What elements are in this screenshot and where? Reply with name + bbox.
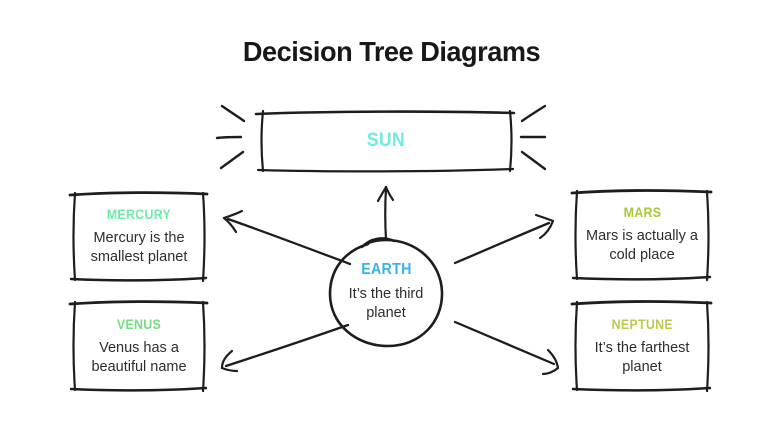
venus-node-description: Venus has a beautiful name (91, 339, 187, 375)
sun-rays-right (519, 104, 547, 171)
neptune-box-border (570, 300, 713, 393)
neptune-node: NEPTUNE It’s the farthest planet (580, 310, 704, 384)
mercury-box-border (68, 191, 209, 283)
neptune-node-label: NEPTUNE (611, 316, 673, 332)
sun-box-border (254, 109, 516, 173)
ray-right-top (520, 104, 547, 123)
ray-right-bottom (520, 150, 547, 171)
mars-node: MARS Mars is actually a cold place (580, 198, 704, 272)
neptune-node-description: It’s the farthest planet (594, 339, 690, 375)
ray-left-top (220, 104, 246, 123)
venus-node: VENUS Venus has a beautiful name (78, 310, 200, 384)
ray-left-middle (215, 135, 243, 140)
earth-node-description: It’s the third planet (348, 285, 424, 321)
earth-node-label: EARTH (360, 260, 412, 278)
mars-node-description: Mars is actually a cold place (585, 227, 698, 263)
sun-node-label: SUN (366, 130, 406, 151)
arrow-to-venus (220, 323, 350, 373)
venus-box-border (68, 300, 209, 393)
arrow-to-mercury (222, 209, 352, 266)
mars-node-label: MARS (623, 204, 661, 220)
mars-box-border (570, 189, 713, 282)
arrow-to-mars (453, 213, 555, 265)
mercury-node-description: Mercury is the smallest planet (90, 229, 188, 265)
mercury-node-label: MERCURY (106, 206, 172, 222)
page-title: Decision Tree Diagrams (242, 36, 541, 67)
ray-left-bottom (219, 150, 245, 170)
mercury-node: MERCURY Mercury is the smallest planet (78, 200, 200, 274)
arrow-to-sun (376, 185, 395, 242)
earth-node: EARTH It’s the third planet (334, 252, 438, 332)
venus-node-label: VENUS (116, 316, 162, 332)
sun-rays-left (215, 104, 246, 170)
arrow-to-neptune (453, 320, 560, 376)
